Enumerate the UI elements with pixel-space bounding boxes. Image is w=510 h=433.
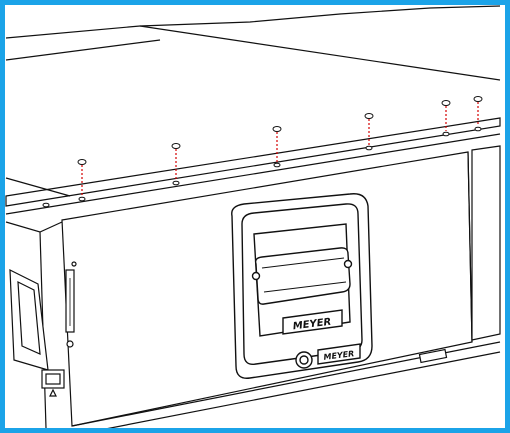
handle-bezel-inner — [241, 203, 363, 365]
fasteners — [42, 96, 483, 208]
badge-logo-text: MEYER — [323, 349, 355, 362]
handle-logo-text: MEYER — [292, 317, 332, 333]
fastener-6 — [473, 96, 483, 132]
lid-panel-seam-1 — [139, 25, 501, 81]
label-slot — [418, 348, 448, 364]
rigging-plate-inner — [17, 280, 41, 355]
fastener-2 — [171, 143, 181, 186]
bottom-rail-inner — [89, 351, 501, 433]
fastener-1 — [77, 159, 87, 202]
lid-side-edge — [5, 177, 71, 197]
fastener-4 — [364, 113, 374, 151]
rigging-pin — [66, 340, 74, 348]
top-lid — [5, 5, 501, 215]
handle-logo-plate — [282, 309, 343, 335]
side-panel — [471, 145, 501, 341]
fastener-corner — [42, 202, 50, 208]
fastener-3 — [272, 126, 282, 168]
badge-logo-plate — [317, 343, 361, 365]
lid-back-edge — [5, 5, 501, 39]
carry-handle[interactable]: MEYER MEYER — [231, 193, 373, 379]
lid-panel-seam-2 — [5, 39, 161, 61]
lid-lip-line — [5, 133, 501, 215]
left-frame-edge — [5, 221, 63, 233]
fastener-5 — [441, 100, 451, 137]
grille-right-edge — [467, 151, 473, 343]
left-rigging — [5, 221, 77, 429]
lid-front-edge — [5, 117, 501, 207]
